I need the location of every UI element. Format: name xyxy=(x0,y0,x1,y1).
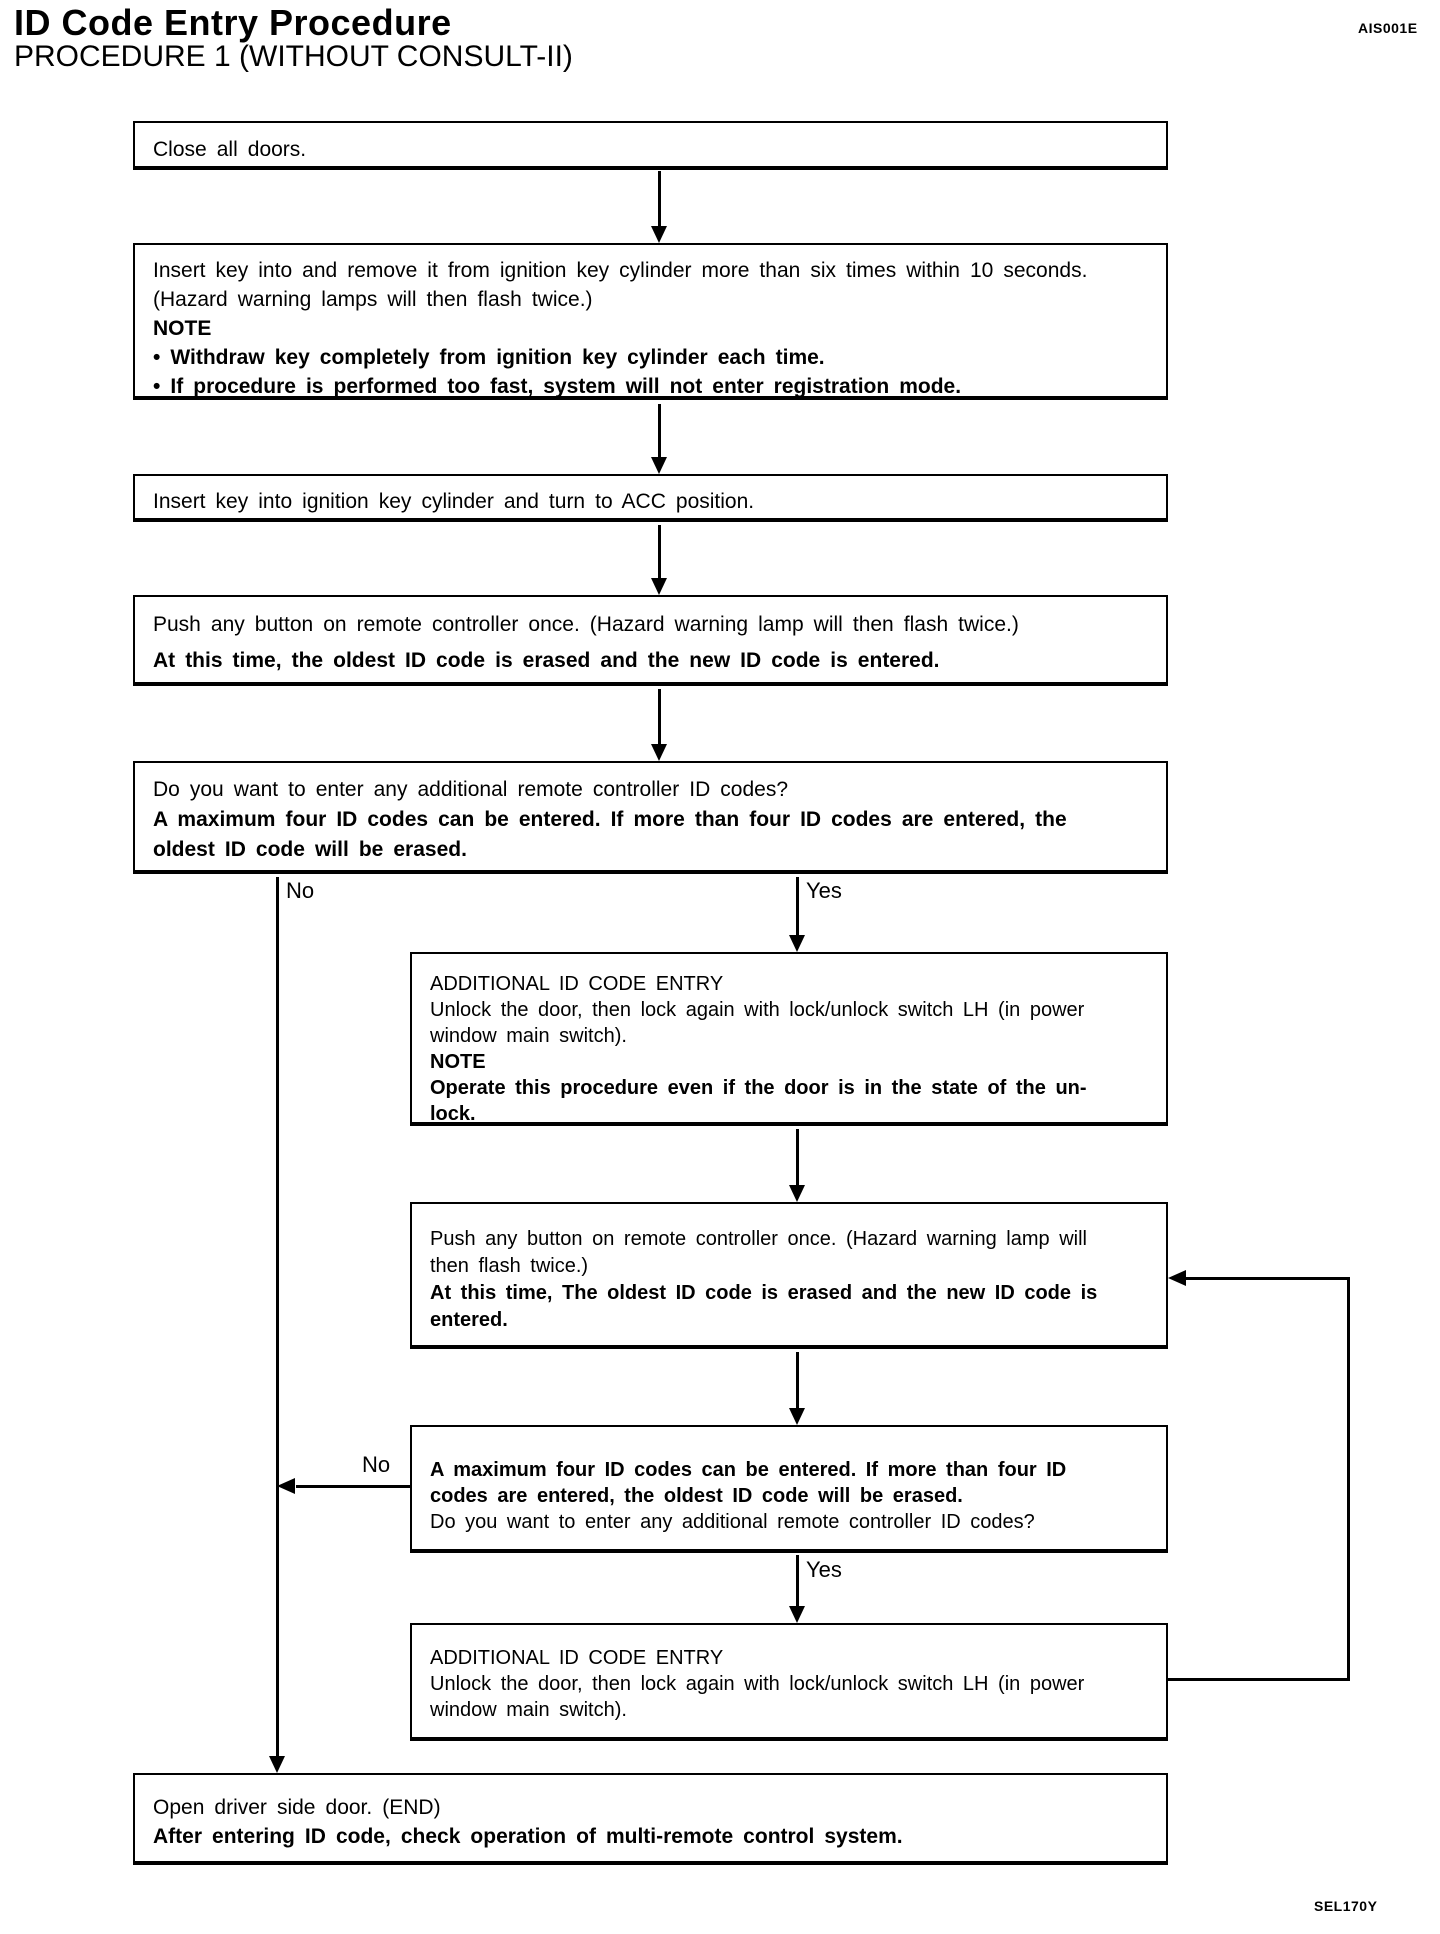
box-line: Operate this procedure even if the door … xyxy=(430,1077,1087,1099)
box-line: Open driver side door. (END) xyxy=(153,1796,441,1819)
box-line: Unlock the door, then lock again with lo… xyxy=(430,999,1085,1021)
box-line-note: NOTE xyxy=(153,317,212,340)
connector-line xyxy=(658,171,661,228)
flow-box-additional-entry-1: ADDITIONAL ID CODE ENTRY Unlock the door… xyxy=(410,952,1168,1126)
box-line: At this time, The oldest ID code is eras… xyxy=(430,1282,1098,1304)
box-line: lock. xyxy=(430,1103,476,1125)
box-line: Insert key into ignition key cylinder an… xyxy=(153,490,755,513)
connector-line xyxy=(796,1352,799,1408)
page-subtitle: PROCEDURE 1 (WITHOUT CONSULT-II) xyxy=(14,40,573,73)
box-line: Push any button on remote controller onc… xyxy=(430,1228,1087,1250)
box-line: then flash twice.) xyxy=(430,1255,589,1277)
box-line-bullet: • If procedure is performed too fast, sy… xyxy=(153,375,962,398)
box-line-note: NOTE xyxy=(430,1051,486,1073)
flow-box-push-button-2: Push any button on remote controller onc… xyxy=(410,1202,1168,1349)
arrowhead-left xyxy=(1168,1270,1186,1286)
flow-box-additional-question-2: A maximum four ID codes can be entered. … xyxy=(410,1425,1168,1553)
box-line: Insert key into and remove it from ignit… xyxy=(153,259,1088,282)
arrowhead-down xyxy=(651,744,667,761)
box-line: entered. xyxy=(430,1309,508,1331)
branch-label-no: No xyxy=(286,878,315,903)
arrowhead-down xyxy=(651,578,667,595)
flow-box-insert-remove-key: Insert key into and remove it from ignit… xyxy=(133,243,1168,400)
flow-box-additional-entry-2: ADDITIONAL ID CODE ENTRY Unlock the door… xyxy=(410,1623,1168,1741)
flow-box-additional-question: Do you want to enter any additional remo… xyxy=(133,761,1168,874)
flow-box-turn-acc: Insert key into ignition key cylinder an… xyxy=(133,474,1168,522)
box-line: Push any button on remote controller onc… xyxy=(153,613,1019,636)
connector-line xyxy=(658,404,661,458)
connector-line xyxy=(796,1129,799,1185)
connector-line-no-branch xyxy=(276,877,279,1757)
arrowhead-down xyxy=(789,1606,805,1623)
box-line: ADDITIONAL ID CODE ENTRY xyxy=(430,1647,724,1669)
connector-line-yes-branch xyxy=(796,877,799,935)
box-line: window main switch). xyxy=(430,1699,627,1721)
arrowhead-down xyxy=(651,457,667,474)
box-line: A maximum four ID codes can be entered. … xyxy=(430,1459,1067,1481)
box-line: Unlock the door, then lock again with lo… xyxy=(430,1673,1085,1695)
box-line: (Hazard warning lamps will then flash tw… xyxy=(153,288,593,311)
arrowhead-down xyxy=(789,1185,805,1202)
connector-line-no-branch-2 xyxy=(296,1485,410,1488)
box-line: ADDITIONAL ID CODE ENTRY xyxy=(430,973,724,995)
arrowhead-down xyxy=(651,226,667,243)
figure-ref-code: SEL170Y xyxy=(1314,1898,1378,1914)
box-line: A maximum four ID codes can be entered. … xyxy=(153,808,1067,831)
connector-line-yes-branch-2 xyxy=(796,1555,799,1606)
connector-loop-bottom xyxy=(1168,1678,1350,1681)
box-line: After entering ID code, check operation … xyxy=(153,1825,903,1848)
page-title: ID Code Entry Procedure xyxy=(14,2,452,43)
box-line: Close all doors. xyxy=(153,138,307,161)
branch-label-yes-2: Yes xyxy=(806,1557,842,1582)
box-line: window main switch). xyxy=(430,1025,627,1047)
box-line: Do you want to enter any additional remo… xyxy=(430,1511,1035,1533)
arrowhead-down xyxy=(789,935,805,952)
box-line-bullet: • Withdraw key completely from ignition … xyxy=(153,346,825,369)
connector-line xyxy=(658,525,661,578)
box-line: codes are entered, the oldest ID code wi… xyxy=(430,1485,963,1507)
branch-label-yes: Yes xyxy=(806,878,842,903)
connector-line xyxy=(658,689,661,744)
box-line: oldest ID code will be erased. xyxy=(153,838,467,861)
arrowhead-down xyxy=(789,1408,805,1425)
flow-box-push-button: Push any button on remote controller onc… xyxy=(133,595,1168,686)
arrowhead-down xyxy=(269,1756,285,1773)
arrowhead-left xyxy=(277,1478,295,1494)
box-line: Do you want to enter any additional remo… xyxy=(153,778,788,801)
branch-label-no-2: No xyxy=(362,1452,391,1477)
flow-box-close-doors: Close all doors. xyxy=(133,121,1168,170)
doc-ref-code: AIS001E xyxy=(1358,20,1418,36)
box-line: At this time, the oldest ID code is eras… xyxy=(153,649,940,672)
flow-box-open-door-end: Open driver side door. (END) After enter… xyxy=(133,1773,1168,1865)
connector-loop-top xyxy=(1186,1277,1350,1280)
connector-loop-vertical xyxy=(1347,1277,1350,1681)
